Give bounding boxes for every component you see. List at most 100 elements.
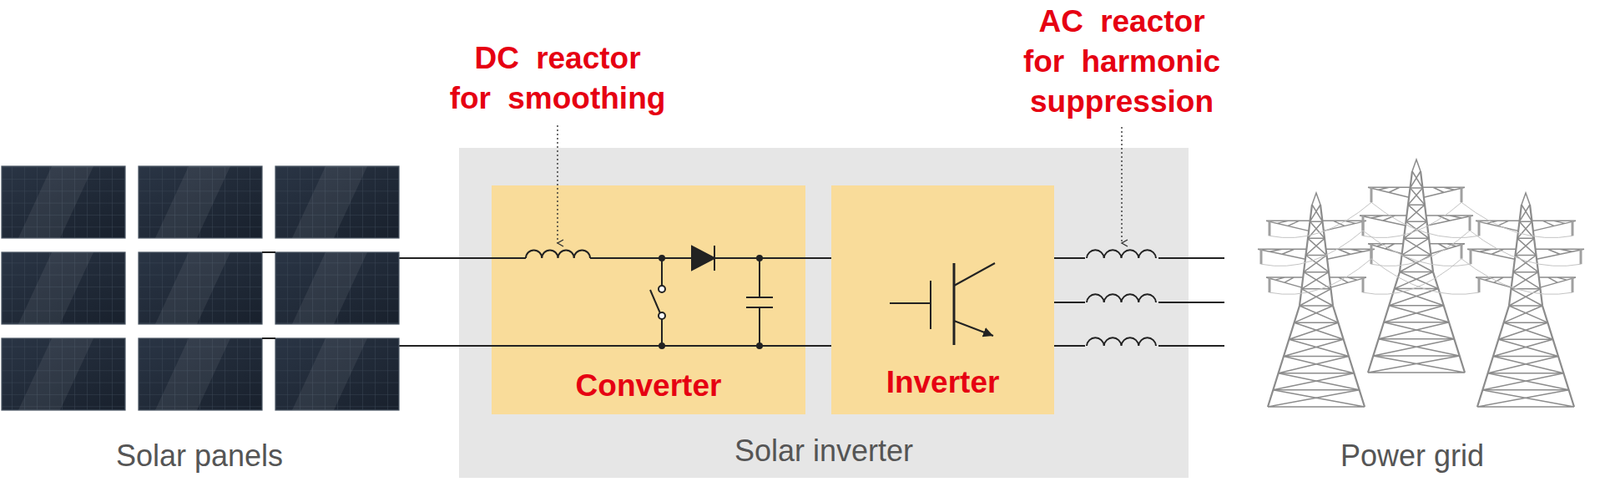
dc-reactor-coil bbox=[525, 249, 591, 258]
tower-lacing bbox=[1402, 237, 1432, 255]
tower-lacing bbox=[1383, 305, 1449, 323]
tower-lacing bbox=[1306, 237, 1328, 255]
tower-lacing bbox=[1493, 338, 1559, 356]
junction-dot bbox=[756, 254, 763, 262]
power-grid-node: Power grid bbox=[1224, 158, 1600, 480]
transmission-tower bbox=[1359, 159, 1474, 373]
tower-crossarm bbox=[1257, 248, 1307, 259]
ac-reactor-coil bbox=[1086, 249, 1156, 258]
solar-panel bbox=[275, 338, 399, 410]
component-label: Solar panels bbox=[0, 438, 399, 474]
panel-sheen bbox=[292, 166, 368, 238]
leader-line bbox=[1120, 126, 1122, 243]
tower-lacing bbox=[1513, 255, 1539, 273]
panel-cells bbox=[275, 166, 399, 238]
component-label: Solar inverter bbox=[459, 433, 1189, 469]
igbt-gate bbox=[889, 280, 931, 329]
tower-lacing bbox=[1403, 221, 1429, 238]
wire bbox=[1054, 344, 1225, 347]
tower-crossarm bbox=[1367, 186, 1411, 197]
panel-frame bbox=[1, 338, 126, 410]
tower-crossarm bbox=[1359, 215, 1407, 226]
wire-connector bbox=[805, 257, 832, 346]
callout-holder: DC reactor for smoothing bbox=[447, 38, 668, 119]
insulator bbox=[1362, 220, 1365, 236]
switch-wire bbox=[661, 257, 663, 346]
ac-reactor-coils bbox=[1085, 249, 1159, 349]
insulator bbox=[1460, 186, 1464, 202]
conductor bbox=[1269, 201, 1479, 238]
junction-dot bbox=[658, 254, 666, 262]
conductor bbox=[1362, 201, 1573, 238]
callout-holder: AC reactor for harmonic suppression bbox=[1018, 1, 1226, 122]
solar-panel bbox=[1, 166, 126, 238]
insulator bbox=[1579, 248, 1583, 264]
solar-panel bbox=[1, 252, 126, 324]
solar-panel bbox=[138, 166, 263, 238]
tower-peak bbox=[1412, 159, 1421, 172]
tower-lacing bbox=[1299, 288, 1333, 306]
wire bbox=[1054, 257, 1225, 259]
tower-leg bbox=[1367, 171, 1413, 373]
tower-lacing bbox=[1283, 338, 1349, 356]
panel-cells bbox=[138, 338, 263, 410]
tower-crossarm bbox=[1426, 215, 1474, 226]
tower-leg bbox=[1420, 171, 1465, 373]
panel-frame bbox=[275, 166, 399, 238]
leader-line bbox=[556, 125, 558, 243]
block-title: Inverter bbox=[831, 364, 1055, 400]
coil-patch bbox=[1085, 343, 1159, 349]
solar-panel bbox=[1, 338, 126, 410]
panel-cells bbox=[275, 338, 399, 410]
insulator bbox=[1478, 220, 1481, 236]
panel-cells bbox=[275, 252, 399, 324]
tower-crossarm bbox=[1475, 220, 1520, 231]
insulator bbox=[1469, 248, 1473, 264]
panel-sheen bbox=[18, 166, 94, 238]
converter-circuit bbox=[491, 245, 806, 349]
panel-frame bbox=[1, 166, 126, 238]
wire-connector bbox=[1054, 257, 1225, 346]
diode-symbol bbox=[691, 245, 715, 271]
insulator bbox=[1571, 220, 1575, 236]
tower-crossarm bbox=[1535, 248, 1585, 259]
callout-label: DC reactor for smoothing bbox=[447, 38, 668, 119]
switch-contact bbox=[658, 312, 666, 319]
transmission-tower bbox=[1257, 192, 1375, 407]
insulator bbox=[1370, 248, 1373, 264]
tower-crossarm bbox=[1475, 277, 1513, 288]
wire bbox=[398, 344, 492, 347]
panel-sheen bbox=[155, 166, 231, 238]
panel-frame bbox=[1, 252, 126, 324]
tower-lacing bbox=[1278, 356, 1355, 374]
igbt-symbol bbox=[889, 262, 995, 345]
tower-lacing bbox=[1517, 221, 1535, 238]
panel-frame bbox=[138, 252, 263, 324]
tower-leg bbox=[1477, 204, 1522, 407]
tower-lacing bbox=[1267, 389, 1365, 407]
tower-lacing bbox=[1408, 187, 1425, 205]
tower-lacing bbox=[1294, 305, 1339, 323]
wire bbox=[1054, 301, 1225, 303]
tower-lacing bbox=[1406, 204, 1428, 222]
tower-leg bbox=[1267, 204, 1313, 407]
tower-lacing bbox=[1410, 171, 1424, 188]
inverter-housing: Solar inverterConverterInverter bbox=[459, 147, 1189, 478]
tower-crossarm bbox=[1266, 220, 1311, 231]
tower-lacing bbox=[1399, 254, 1434, 272]
igbt-emitter bbox=[953, 320, 994, 336]
panel-cells bbox=[138, 166, 263, 238]
solar-panel bbox=[138, 252, 263, 324]
tower-peak bbox=[1521, 192, 1530, 205]
igbt-collector bbox=[953, 262, 995, 286]
tower-lacing bbox=[1388, 288, 1444, 306]
junction-dot bbox=[658, 342, 666, 349]
tower-lacing bbox=[1504, 305, 1549, 323]
insulator bbox=[1478, 277, 1481, 293]
switch-blade bbox=[650, 289, 661, 313]
callout-label: AC reactor for harmonic suppression bbox=[1018, 1, 1226, 122]
wire bbox=[398, 257, 492, 259]
